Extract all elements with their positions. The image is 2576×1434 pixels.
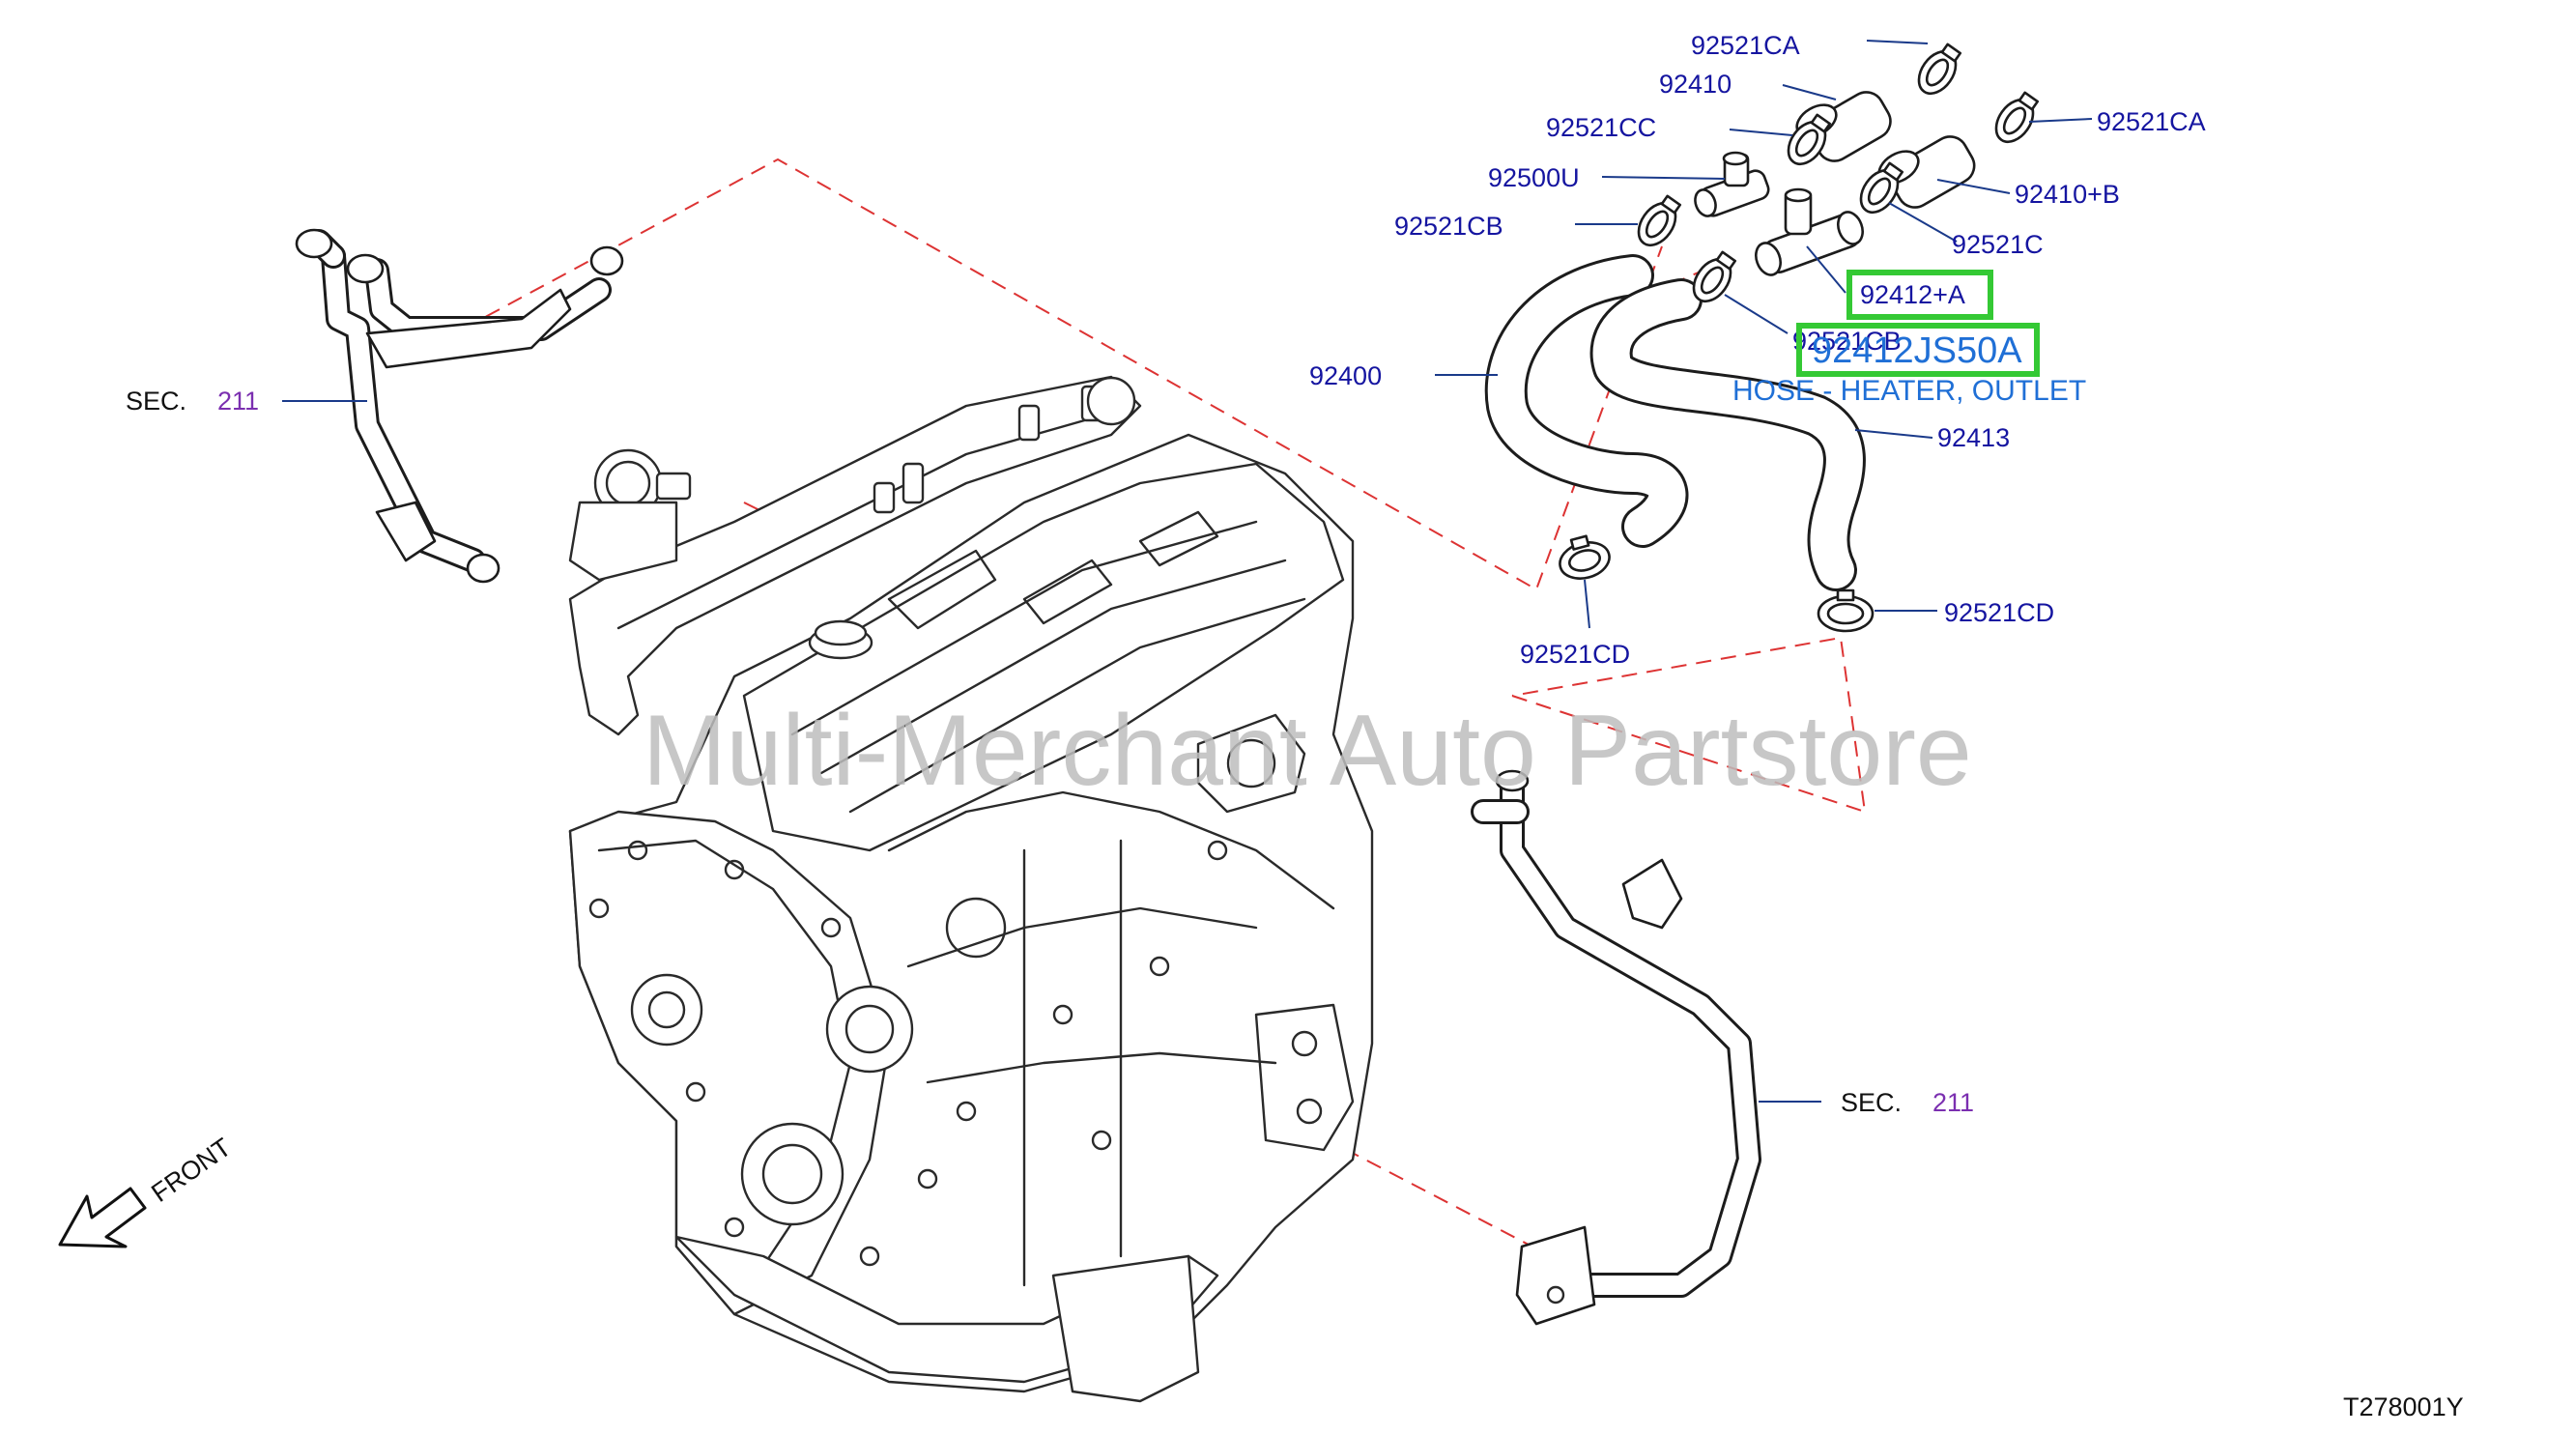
connector-92412a (1755, 187, 1864, 276)
label-92410[interactable]: 92410 (1659, 70, 1732, 99)
clamp-92521cd-left (1559, 534, 1611, 580)
highlight-box-part-number (1796, 323, 2040, 377)
label-92412a[interactable]: 92412+A (1860, 280, 1965, 309)
label-92400[interactable]: 92400 (1309, 361, 1382, 390)
label-92500u[interactable]: 92500U (1488, 163, 1580, 192)
clamp-92521ca-top (1917, 43, 1962, 95)
label-92521cd-right[interactable]: 92521CD (1944, 598, 2054, 627)
clamp-92521ca-right (1994, 91, 2040, 143)
front-label: FRONT (146, 1133, 236, 1208)
engine-assembly (568, 375, 1374, 1403)
label-92521cb-left[interactable]: 92521CB (1394, 212, 1503, 241)
heater-hose-kit (1484, 43, 2040, 633)
label-92521cc[interactable]: 92521CC (1546, 113, 1656, 142)
clamp-92521c (1859, 161, 1904, 214)
highlight-description: HOSE - HEATER, OUTLET (1732, 375, 2086, 407)
front-indicator: FRONT (58, 1133, 237, 1248)
highlight-part-number[interactable]: 92412JS50A (1812, 330, 2022, 371)
front-arrow-icon (58, 1187, 147, 1248)
label-92521c[interactable]: 92521C (1952, 230, 2044, 259)
watermark: Multi-Merchant Auto Partstore (643, 695, 1972, 807)
part-labels: 92521CA 92410 92521CC 92521CA 92500U 924… (1309, 31, 2206, 669)
label-92410b[interactable]: 92410+B (2015, 180, 2120, 209)
intake-manifold (568, 375, 1142, 736)
section-references: SEC. 211 SEC. 211 (126, 387, 1974, 1117)
clamp-92521cb-left (1637, 194, 1682, 246)
sec-right-label: SEC. (1841, 1088, 1902, 1117)
sec-left-number[interactable]: 211 (217, 387, 259, 416)
clamp-92521cc (1787, 113, 1832, 165)
leader-lines (1435, 40, 2093, 629)
right-water-pipe-assembly (1471, 769, 1821, 1326)
clamp-92521cb-mid (1692, 250, 1737, 302)
label-92521ca-right[interactable]: 92521CA (2097, 107, 2206, 136)
clamp-92521cd-right (1817, 588, 1875, 633)
left-water-pipe-assembly (282, 228, 624, 584)
sec-right-number[interactable]: 211 (1932, 1088, 1974, 1117)
diagram-code: T278001Y (2343, 1392, 2464, 1421)
hose-clamps (1559, 43, 2040, 633)
connector-92500u (1694, 151, 1770, 217)
crank-pulley (740, 1122, 844, 1226)
sec-left-label: SEC. (126, 387, 186, 416)
label-92413[interactable]: 92413 (1937, 423, 2010, 452)
label-92521cb-mid[interactable]: 92521CB (1792, 327, 1902, 356)
label-92521ca-top[interactable]: 92521CA (1691, 31, 1800, 60)
label-92521cd-left[interactable]: 92521CD (1520, 640, 1630, 669)
highlight-box-92412a (1846, 270, 1993, 320)
cylinder-head (742, 462, 1345, 852)
